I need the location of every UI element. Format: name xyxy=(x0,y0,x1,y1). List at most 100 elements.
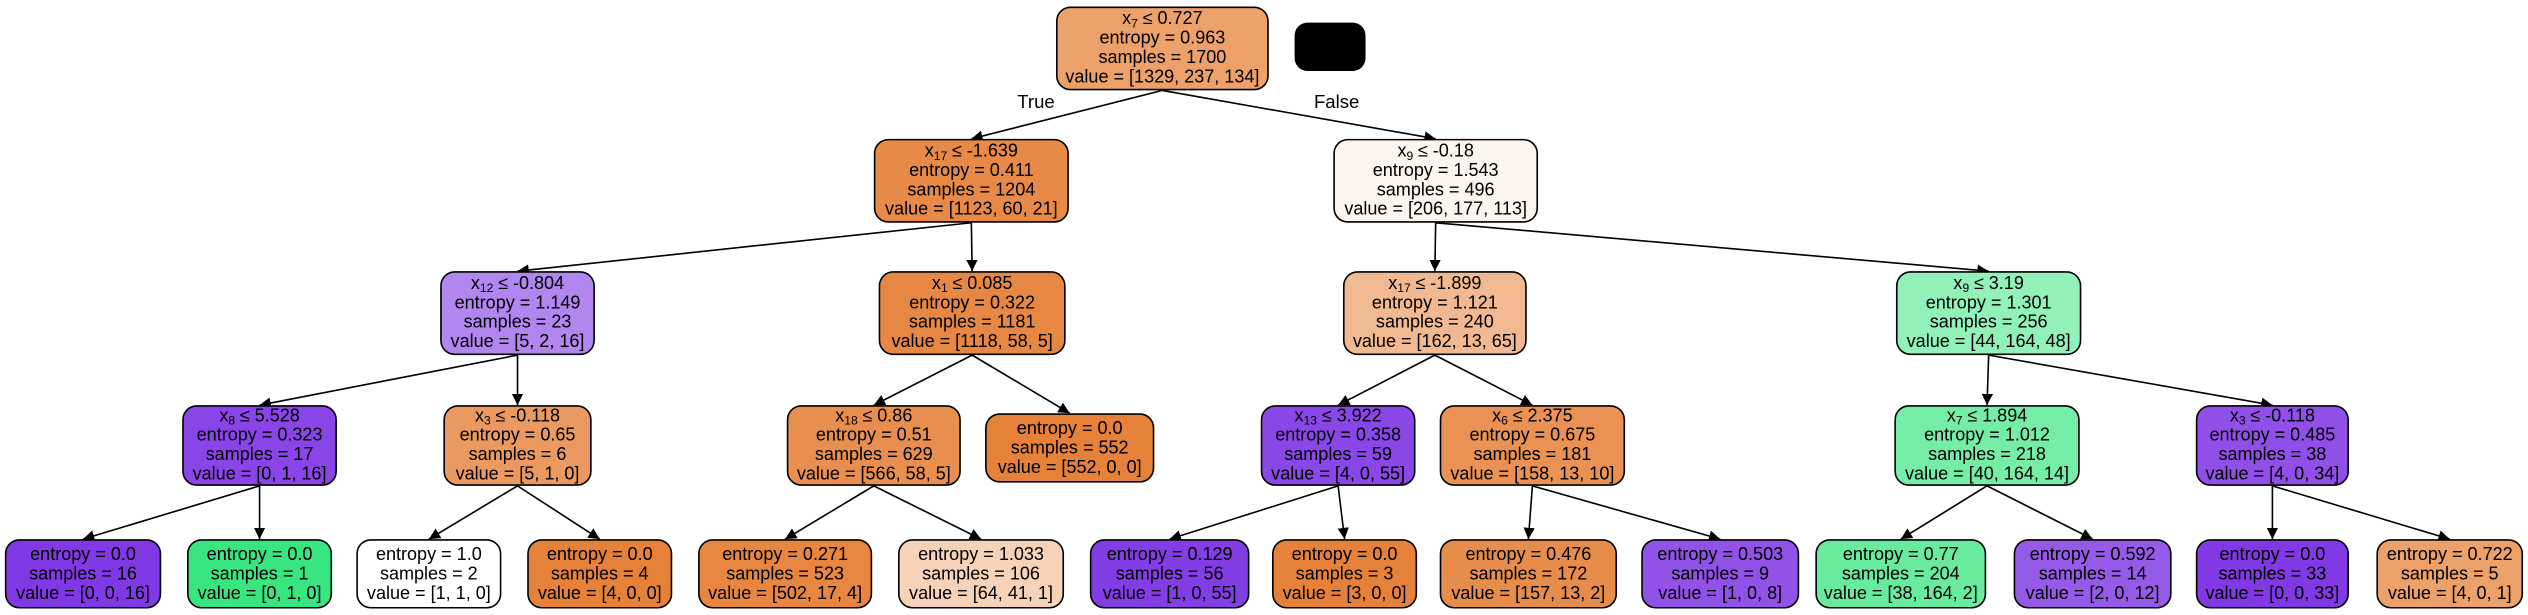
split-operator: ≤ xyxy=(1974,274,1984,294)
samples-text: samples = 552 xyxy=(1010,438,1129,458)
entropy-text: entropy = 0.129 xyxy=(1106,544,1233,565)
edge-n13-n25 xyxy=(1900,485,1988,540)
split-condition: x17≤-1.899 xyxy=(1388,274,1481,296)
split-variable: x xyxy=(835,406,845,427)
split-operator: ≤ xyxy=(862,406,873,427)
samples-text: samples = 1 xyxy=(210,564,309,584)
value-text: value = [158, 13, 10] xyxy=(1450,464,1615,485)
edge-label-true: True xyxy=(1017,93,1055,113)
split-variable: x xyxy=(1388,274,1398,294)
entropy-text: entropy = 0.271 xyxy=(722,544,849,565)
samples-text: samples = 106 xyxy=(922,564,1040,584)
split-variable-index: 13 xyxy=(1303,413,1317,428)
entropy-text: entropy = 1.149 xyxy=(454,293,581,314)
samples-text: samples = 1700 xyxy=(1098,48,1227,68)
value-text: value = [5, 1, 0] xyxy=(455,464,580,485)
value-text: value = [0, 0, 33] xyxy=(2205,583,2340,603)
value-text: value = [38, 164, 2] xyxy=(1823,583,1978,603)
edge-n13-n26 xyxy=(1986,485,2093,540)
entropy-text: entropy = 0.0 xyxy=(546,544,653,565)
split-threshold: 3.19 xyxy=(1988,274,2024,294)
split-threshold: 1.894 xyxy=(1982,406,2028,427)
split-threshold: 2.375 xyxy=(1527,406,1573,427)
value-text: value = [64, 41, 1] xyxy=(909,583,1053,603)
entropy-text: entropy = 0.411 xyxy=(909,161,1034,181)
split-condition: x6≤2.375 xyxy=(1492,406,1573,428)
split-condition: x3≤-0.118 xyxy=(2230,406,2315,427)
split-condition: x17≤-1.639 xyxy=(925,142,1018,162)
samples-text: samples = 1204 xyxy=(907,180,1036,201)
split-threshold: -1.639 xyxy=(966,142,1018,162)
edge-n7-n15 xyxy=(82,485,260,542)
split-operator: ≤ xyxy=(495,406,506,427)
value-text: value = [44, 164, 48] xyxy=(1906,332,2071,352)
split-operator: ≤ xyxy=(1967,406,1978,427)
edge-n4-n9 xyxy=(873,354,973,406)
split-condition: x13≤3.922 xyxy=(1294,406,1382,428)
split-variable-index: 18 xyxy=(844,413,858,428)
entropy-text: entropy = 1.0 xyxy=(375,544,482,565)
entropy-text: entropy = 0.51 xyxy=(815,426,932,446)
split-operator: ≤ xyxy=(1415,274,1426,294)
split-threshold: 0.085 xyxy=(967,274,1013,294)
split-variable: x xyxy=(1946,406,1956,427)
entropy-text: entropy = 0.77 xyxy=(1842,544,1959,565)
split-operator: ≤ xyxy=(1321,406,1332,427)
samples-text: samples = 172 xyxy=(1469,564,1588,584)
split-operator: ≤ xyxy=(1142,9,1153,30)
samples-text: samples = 3 xyxy=(1295,564,1394,584)
split-variable: x xyxy=(1294,406,1304,427)
edge-label-false: False xyxy=(1313,93,1360,113)
split-variable-index: 6 xyxy=(1501,413,1508,428)
split-variable-index: 9 xyxy=(1406,148,1414,164)
split-threshold: -0.804 xyxy=(512,274,565,294)
value-text: value = [40, 164, 14] xyxy=(1905,464,2070,485)
samples-text: samples = 240 xyxy=(1375,313,1494,333)
value-text: value = [3, 0, 0] xyxy=(1282,583,1407,603)
value-text: value = [4, 0, 55] xyxy=(1271,464,1406,485)
entropy-text: entropy = 0.0 xyxy=(206,544,313,565)
edge-n1-n4 xyxy=(966,222,978,272)
split-threshold: -0.118 xyxy=(510,406,561,427)
edge-n8-n17 xyxy=(428,485,518,540)
value-text: value = [0, 0, 16] xyxy=(16,583,150,603)
split-variable: x xyxy=(1397,142,1407,162)
split-threshold: -0.18 xyxy=(1432,142,1474,162)
value-text: value = [4, 0, 0] xyxy=(537,583,662,603)
value-text: value = [4, 0, 1] xyxy=(2387,583,2512,603)
redaction-box xyxy=(1294,22,1366,72)
split-operator: ≤ xyxy=(2250,406,2261,427)
split-condition: x12≤-0.804 xyxy=(471,274,565,294)
samples-text: samples = 9 xyxy=(1671,564,1770,584)
samples-text: samples = 59 xyxy=(1284,445,1393,465)
samples-text: samples = 23 xyxy=(463,313,572,333)
entropy-text: entropy = 0.675 xyxy=(1469,426,1596,446)
split-variable-index: 17 xyxy=(1397,280,1411,296)
value-text: value = [1118, 58, 5] xyxy=(891,332,1053,352)
samples-text: samples = 38 xyxy=(2218,445,2327,465)
split-variable: x xyxy=(1122,9,1132,30)
split-condition: x9≤3.19 xyxy=(1953,274,2024,294)
entropy-text: entropy = 0.592 xyxy=(2029,544,2156,565)
samples-text: samples = 33 xyxy=(2218,564,2327,584)
edge-n11-n21 xyxy=(1169,485,1339,542)
split-condition: x7≤0.727 xyxy=(1122,9,1202,30)
samples-text: samples = 56 xyxy=(1115,564,1224,584)
split-variable-index: 7 xyxy=(1955,413,1963,428)
